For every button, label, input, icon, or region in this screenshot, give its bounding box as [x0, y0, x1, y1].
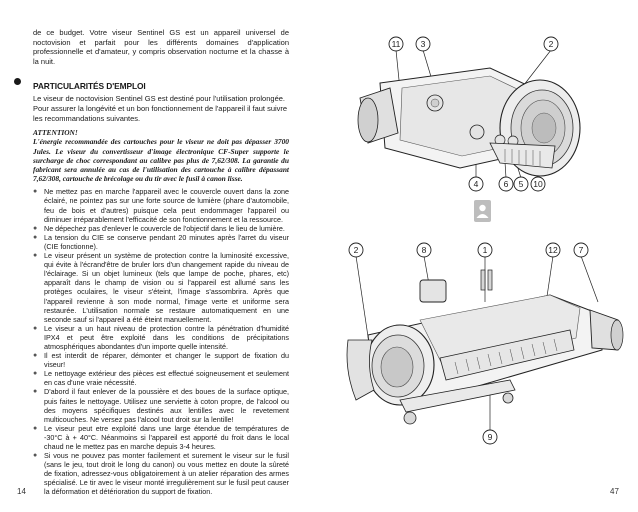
callout-7: 7 — [573, 242, 589, 258]
callout-1: 1 — [477, 242, 493, 258]
bullet-icon: ● — [33, 224, 38, 232]
section-paragraph: Le viseur de noctovision Sentinel GS est… — [33, 94, 288, 123]
svg-text:2: 2 — [354, 245, 359, 255]
svg-text:4: 4 — [474, 179, 479, 189]
list-item: ●D'abord il faut enlever de la poussière… — [33, 387, 289, 424]
svg-text:5: 5 — [519, 179, 524, 189]
svg-text:10: 10 — [533, 179, 543, 189]
callout-10: 10 — [530, 176, 546, 192]
warning-text: L'énergie recommandée des cartouches pou… — [33, 137, 289, 184]
list-item: ●Ne mettez pas en marche l'appareil avec… — [33, 187, 289, 224]
page-number-left: 14 — [17, 487, 26, 496]
bullet-icon: ● — [33, 452, 38, 460]
svg-text:9: 9 — [488, 432, 493, 442]
callout-2-bottom: 2 — [348, 242, 364, 258]
callout-12: 12 — [545, 242, 561, 258]
callout-3: 3 — [415, 36, 431, 52]
callout-8: 8 — [416, 242, 432, 258]
page-number-right: 47 — [610, 487, 619, 496]
svg-text:2: 2 — [549, 39, 554, 49]
scope-body-side — [346, 269, 624, 425]
svg-text:6: 6 — [504, 179, 509, 189]
svg-text:1: 1 — [483, 245, 488, 255]
bullet-icon: ● — [33, 424, 38, 432]
callout-9: 9 — [482, 429, 498, 445]
recommendations-list: ●Ne mettez pas en marche l'appareil avec… — [33, 187, 289, 496]
callout-5: 5 — [513, 176, 529, 192]
section-bullet-icon — [14, 78, 21, 86]
list-item: ●Il est interdit de réparer, démonter et… — [33, 351, 289, 370]
battery-icon — [480, 269, 493, 291]
bullet-icon: ● — [33, 188, 38, 196]
warning-block: ATTENTION! L'énergie recommandée des car… — [33, 128, 289, 183]
bullet-icon: ● — [33, 324, 38, 332]
scope-body — [357, 67, 581, 177]
text-column: de ce budget. Votre viseur Sentinel GS e… — [14, 28, 289, 497]
callout-11: 11 — [388, 36, 404, 52]
svg-text:11: 11 — [392, 39, 401, 49]
list-item: ●Le viseur peut etre exploité dans une l… — [33, 423, 289, 451]
list-item: ●Le viseur a un haut niveau de protectio… — [33, 323, 289, 351]
section-title: PARTICULARITÉS D'EMPLOI — [33, 81, 146, 92]
svg-text:12: 12 — [548, 245, 558, 255]
bullet-icon: ● — [33, 233, 38, 241]
list-item: ●La tension du CIE se conserve pendant 2… — [33, 232, 289, 251]
list-item: ●Si vous ne pouvez pas monter facilement… — [33, 451, 289, 497]
bullet-icon: ● — [33, 352, 38, 360]
callout-4: 4 — [468, 176, 484, 192]
callout-2: 2 — [543, 36, 559, 52]
list-item: ●Le nettoyage extérieur des pièces est e… — [33, 369, 289, 388]
intro-paragraph: de ce budget. Votre viseur Sentinel GS e… — [33, 28, 289, 66]
scope-rear-illustration: 11 3 2 4 6 5 10 — [357, 36, 581, 222]
list-item: ●Ne dépechez pas d'enlever le couvercle … — [33, 223, 285, 233]
bullet-icon: ● — [33, 252, 38, 260]
scope-side-illustration: 2 8 1 12 7 9 — [346, 242, 624, 445]
svg-text:8: 8 — [422, 245, 427, 255]
list-item: ●Le viseur présent un système de protect… — [33, 251, 289, 324]
section-heading: PARTICULARITÉS D'EMPLOI — [14, 76, 289, 92]
warning-title: ATTENTION! — [33, 128, 78, 138]
svg-text:3: 3 — [421, 39, 426, 49]
user-badge-icon — [474, 200, 491, 222]
bullet-icon: ● — [33, 388, 38, 396]
svg-text:7: 7 — [579, 245, 584, 255]
callout-6: 6 — [498, 176, 514, 192]
bullet-icon: ● — [33, 370, 38, 378]
